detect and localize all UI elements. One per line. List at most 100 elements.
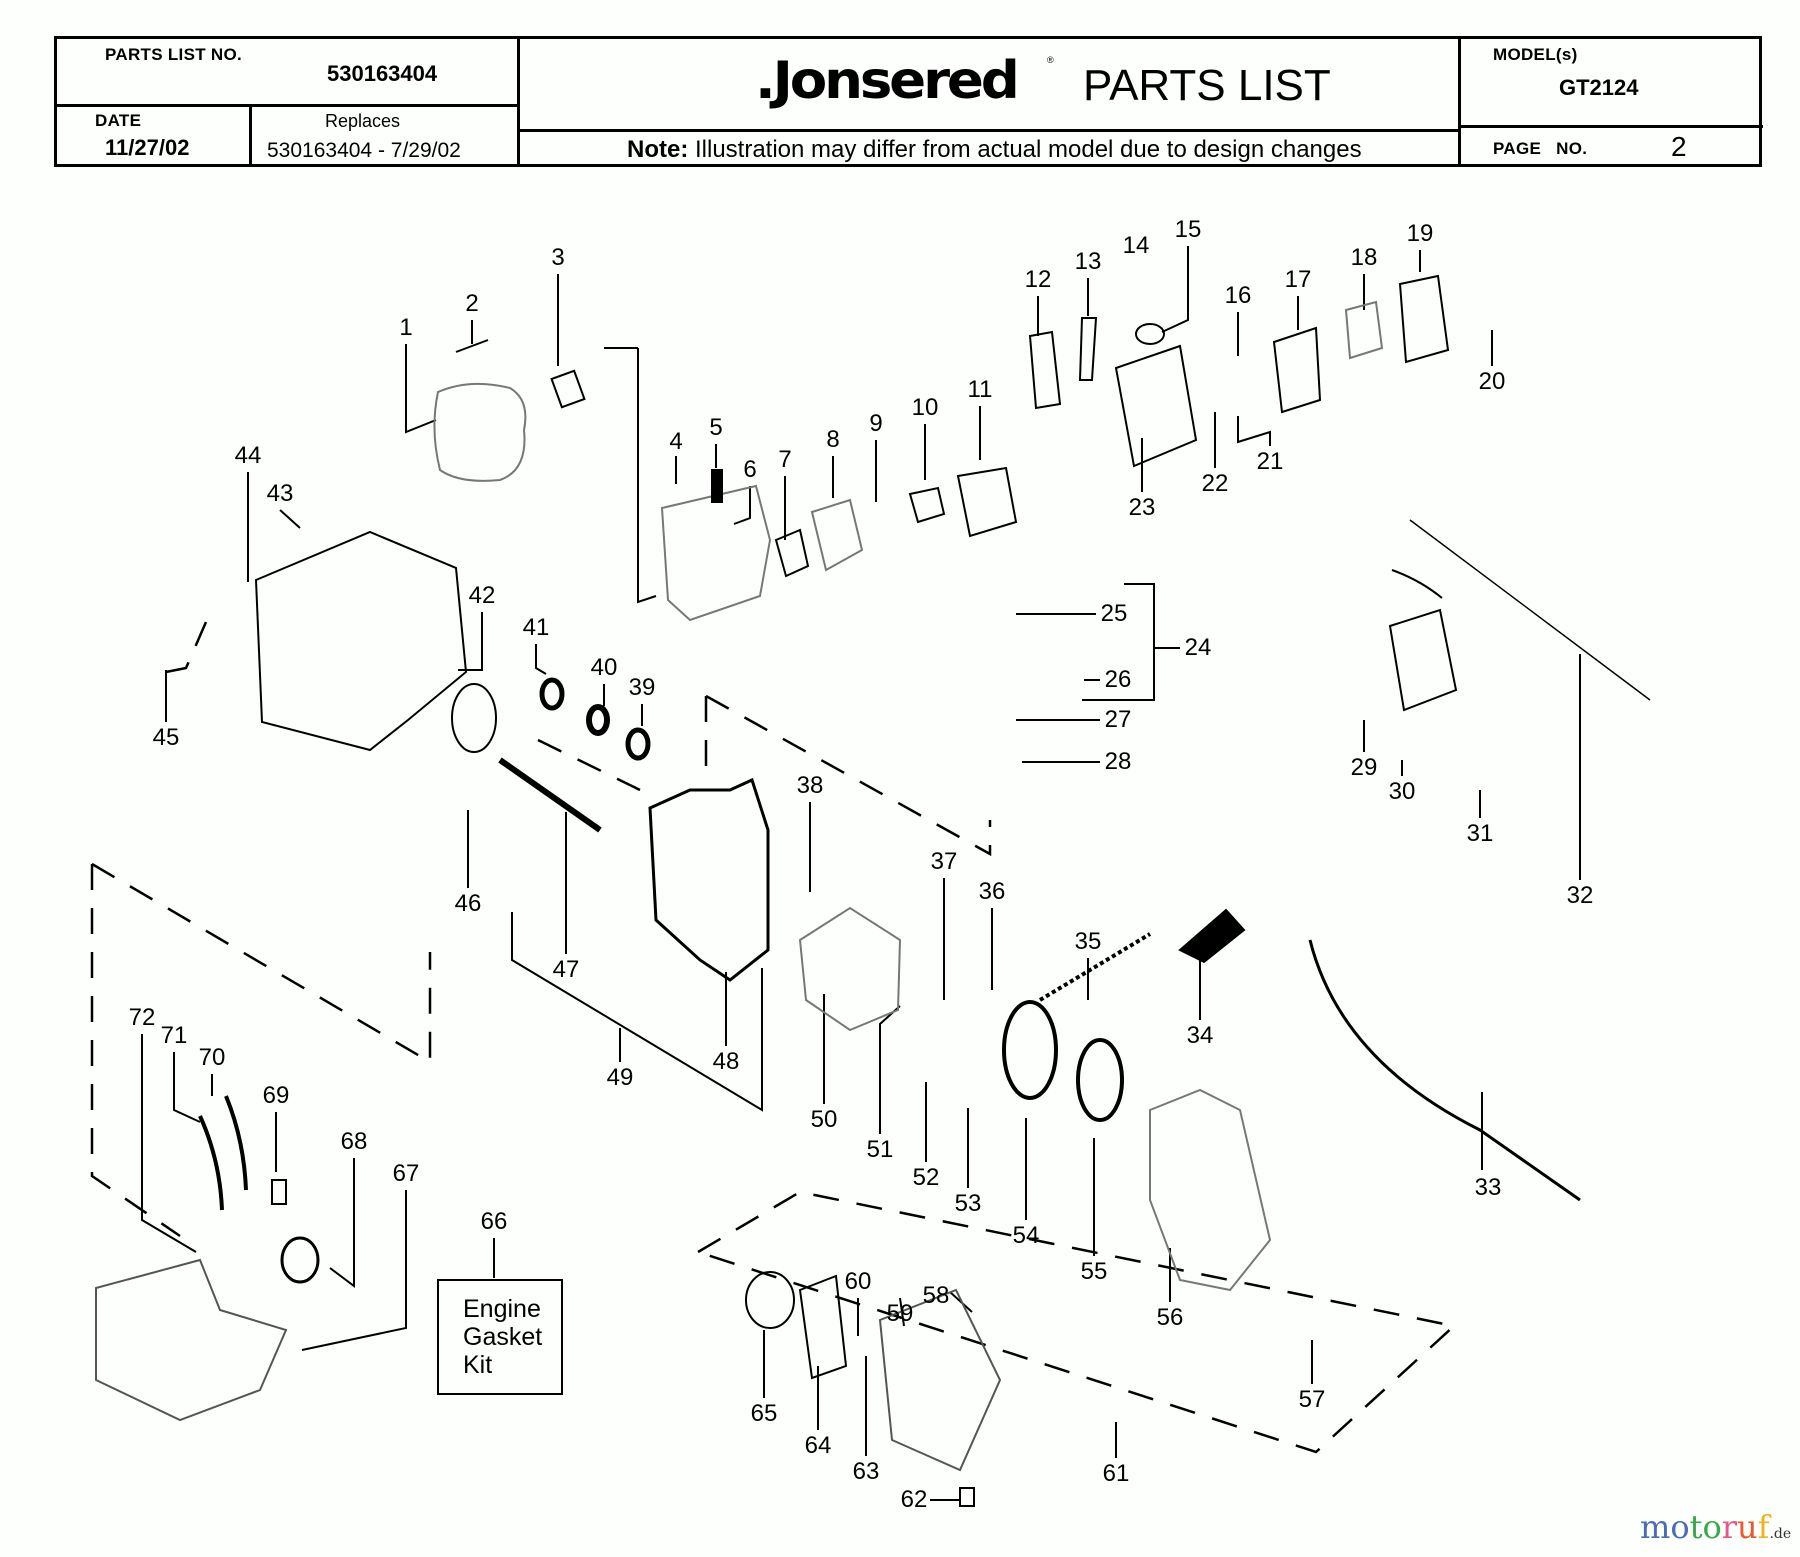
kit-line: Kit xyxy=(463,1351,493,1379)
dashed-guide xyxy=(90,864,181,1238)
divider xyxy=(517,129,1459,132)
leader-lines xyxy=(141,246,1581,1501)
part-callout-39: 39 xyxy=(628,674,656,701)
bushing-part xyxy=(959,1487,975,1507)
watermark[interactable]: motoruf.de xyxy=(1640,1508,1791,1546)
part-callout-17: 17 xyxy=(1284,266,1312,293)
page-label: PAGE NO. xyxy=(1493,139,1588,158)
note: Note: Illustration may differ from actua… xyxy=(627,136,1362,164)
ground-wire-part xyxy=(1409,519,1651,701)
part-callout-36: 36 xyxy=(978,878,1006,905)
fuel-line-part xyxy=(198,1115,224,1211)
part-callout-42: 42 xyxy=(468,582,496,609)
part-callout-34: 34 xyxy=(1186,1022,1214,1049)
brand-logo: .Jonsered xyxy=(755,51,1020,111)
air-filter-part xyxy=(1344,300,1384,360)
intake-adapter-part xyxy=(810,498,864,572)
part-callout-66: 66 xyxy=(480,1208,508,1235)
part-callout-9: 9 xyxy=(869,410,883,437)
leader-line xyxy=(301,1190,407,1351)
part-callout-50: 50 xyxy=(810,1106,838,1133)
part-callout-43: 43 xyxy=(266,480,294,507)
kit-line: Engine xyxy=(463,1295,541,1323)
part-callout-53: 53 xyxy=(954,1190,982,1217)
dashed-guide xyxy=(705,694,992,857)
dashed-guide xyxy=(537,738,641,792)
part-callout-2: 2 xyxy=(465,290,479,317)
part-callout-52: 52 xyxy=(912,1164,940,1191)
part-callout-23: 23 xyxy=(1128,494,1156,521)
watermark-letter: t xyxy=(1689,1508,1703,1546)
part-callout-18: 18 xyxy=(1350,244,1378,271)
seal-part xyxy=(586,704,610,736)
part-callout-65: 65 xyxy=(750,1400,778,1427)
watermark-letter: o xyxy=(1702,1508,1722,1546)
part-callout-6: 6 xyxy=(743,456,757,483)
part-callout-61: 61 xyxy=(1102,1460,1130,1487)
document-title: PARTS LIST xyxy=(1083,61,1331,110)
cylinder-part xyxy=(660,484,772,622)
wire-part xyxy=(1391,569,1443,599)
part-callout-11: 11 xyxy=(967,376,993,403)
part-callout-55: 55 xyxy=(1080,1258,1108,1285)
part-callout-49: 49 xyxy=(606,1064,634,1091)
muffler-cover-part xyxy=(433,382,527,482)
leader-line xyxy=(1082,583,1155,701)
divider xyxy=(57,104,517,107)
model-value: GT2124 xyxy=(1559,75,1639,100)
leader-line xyxy=(637,348,657,604)
date-value: 11/27/02 xyxy=(105,135,190,160)
part-callout-24: 24 xyxy=(1184,634,1212,661)
fuel-line-part xyxy=(224,1095,248,1191)
clutch-housing-part xyxy=(878,1288,1002,1472)
leader-line xyxy=(1237,416,1271,446)
part-callout-25: 25 xyxy=(1100,600,1128,627)
gasket-part xyxy=(774,528,810,578)
rewind-spring-part xyxy=(1076,1038,1124,1122)
clutch-drum-part xyxy=(745,1271,795,1329)
replaces-value: 530163404 - 7/29/02 xyxy=(267,139,461,162)
part-callout-67: 67 xyxy=(392,1160,420,1187)
part-callout-38: 38 xyxy=(796,772,824,799)
watermark-letter: u xyxy=(1737,1508,1758,1546)
part-callout-20: 20 xyxy=(1478,368,1506,395)
watermark-letter: f xyxy=(1757,1508,1770,1546)
bearing-part xyxy=(539,677,565,711)
kit-line: Gasket xyxy=(463,1323,543,1351)
leader-line xyxy=(405,344,437,434)
divider xyxy=(1458,125,1763,128)
leader-line xyxy=(141,1034,197,1253)
part-callout-22: 22 xyxy=(1201,470,1229,497)
part-callout-8: 8 xyxy=(826,426,840,453)
part-callout-47: 47 xyxy=(552,956,580,983)
part-callout-7: 7 xyxy=(778,446,792,473)
part-callout-19: 19 xyxy=(1406,220,1434,247)
divider xyxy=(1458,39,1461,164)
dashed-guide xyxy=(697,1190,1457,1454)
spark-arrestor-screen-part xyxy=(550,369,586,409)
part-callout-60: 60 xyxy=(844,1268,872,1295)
part-callout-31: 31 xyxy=(1466,820,1494,847)
model-label: MODEL(s) xyxy=(1493,45,1578,64)
air-filter-cover-part xyxy=(1398,274,1450,364)
part-callout-45: 45 xyxy=(152,724,180,751)
part-callout-72: 72 xyxy=(128,1004,156,1031)
dashed-guide xyxy=(165,621,208,674)
part-callout-16: 16 xyxy=(1224,282,1252,309)
throttle-cable-part xyxy=(1308,939,1581,1202)
replaces-label: Replaces xyxy=(325,111,401,131)
part-callout-27: 27 xyxy=(1104,706,1132,733)
bearing-part xyxy=(625,727,651,761)
carburetor-part xyxy=(956,466,1018,538)
air-filter-base-part xyxy=(1114,344,1198,468)
carb-gasket-part xyxy=(908,486,946,524)
clutch-part xyxy=(798,1274,848,1380)
divider xyxy=(249,104,252,164)
spark-plug-part xyxy=(711,469,723,503)
fuel-cap-part xyxy=(280,1236,320,1284)
watermark-letter: o xyxy=(1670,1508,1690,1546)
ignition-module-part xyxy=(1388,608,1458,712)
part-callout-13: 13 xyxy=(1074,248,1102,275)
date-label: DATE xyxy=(95,111,142,130)
